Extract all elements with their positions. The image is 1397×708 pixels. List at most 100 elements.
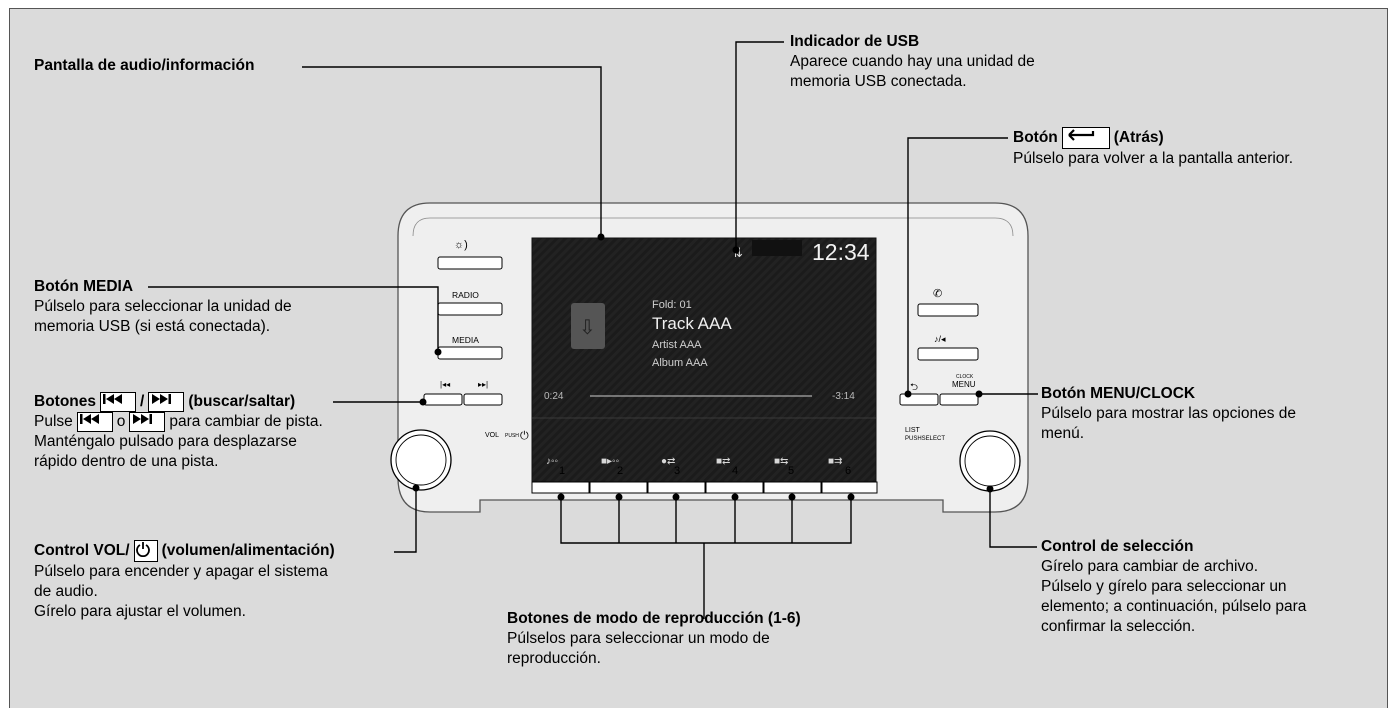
- media-desc-1: Púlselo para seleccionar la unidad de: [34, 298, 292, 315]
- radio-button: [437, 302, 503, 316]
- screen-folder: Fold: 01: [652, 299, 692, 311]
- back-desc-1: Púlselo para volver a la pantalla anteri…: [1013, 150, 1294, 167]
- screen-clock: 12:34: [812, 239, 870, 265]
- audio-display-title: Pantalla de audio/información: [34, 57, 255, 74]
- vol-title-prefix: Control VOL/: [34, 542, 130, 559]
- preset-button-3: [647, 481, 706, 494]
- screen-remaining: -3:14: [832, 391, 855, 402]
- vol-title-suffix: (volumen/alimentación): [161, 542, 335, 559]
- usb-media-icon: [571, 303, 605, 349]
- vol-desc-3: Gírelo para ajustar el volumen.: [34, 603, 246, 620]
- usb-indicator-desc-1: Aparece cuando hay una unidad de: [790, 53, 1035, 70]
- radio-label: RADIO: [452, 290, 479, 300]
- screen-artist: Artist AAA: [652, 339, 702, 351]
- preset-number-1: 1: [559, 465, 565, 477]
- svg-text:▸▸|: ▸▸|: [478, 380, 488, 389]
- callout-menu-clock: Botón MENU/CLOCK Púlselo para mostrar la…: [1041, 384, 1296, 444]
- seek-back-icon-inline: [76, 412, 113, 432]
- play-mode-desc-2: reproducción.: [507, 650, 601, 667]
- menu-clock-button: [939, 393, 979, 406]
- callout-vol-control: Control VOL/ (volumen/alimentación) Púls…: [34, 540, 335, 622]
- audio-display-screen: [532, 238, 876, 490]
- audio-source-button: [917, 347, 979, 361]
- callout-usb-indicator: Indicador de USB Aparece cuando hay una …: [790, 32, 1035, 92]
- screen-mode-icons: ♪◦◦ ■▸◦◦ ●⇄ ■⇄ ■⇆ ■⇉: [546, 456, 842, 467]
- power-icon: [133, 540, 158, 562]
- menu-clock-title: Botón MENU/CLOCK: [1041, 385, 1196, 402]
- phone-button: [917, 303, 979, 317]
- svg-text:|◂◂: |◂◂: [440, 380, 450, 389]
- list-label: LIST: [905, 427, 921, 434]
- callout-back-button: Botón (Atrás) Púlselo para volver a la p…: [1013, 127, 1293, 169]
- callout-media-button: Botón MEDIA Púlselo para seleccionar la …: [34, 277, 292, 337]
- selector-desc-1: Gírelo para cambiar de archivo.: [1041, 558, 1259, 575]
- screen-track: Track AAA: [652, 314, 732, 333]
- back-arrow-icon: [1061, 127, 1110, 149]
- preset-number-5: 5: [788, 465, 794, 477]
- menu-label: MENU: [952, 380, 976, 389]
- seek-forward-button: [463, 393, 503, 406]
- leader-lines: [148, 41, 1038, 619]
- seek-desc-2: rápido dentro de una pista.: [34, 453, 219, 470]
- vol-desc-2: de audio.: [34, 583, 98, 600]
- seek-title-prefix: Botones: [34, 393, 96, 410]
- selector-desc-4: confirmar la selección.: [1041, 618, 1196, 635]
- media-label: MEDIA: [452, 335, 479, 345]
- preset-button-4: [705, 481, 764, 494]
- usb-indicator-title: Indicador de USB: [790, 33, 920, 50]
- preset-button-5: [763, 481, 822, 494]
- play-mode-desc-1: Púlselos para seleccionar un modo de: [507, 630, 770, 647]
- push-select-label: PUSHSELECT: [905, 436, 945, 442]
- callout-selector: Control de selección Gírelo para cambiar…: [1041, 537, 1306, 637]
- leader-dots: [412, 233, 994, 501]
- svg-text:♪◦◦: ♪◦◦: [546, 456, 558, 467]
- svg-text:■⇉: ■⇉: [828, 456, 842, 467]
- back-label-icon: ⮌: [910, 382, 918, 393]
- preset-button-strip: [531, 481, 878, 494]
- seek-line1-suffix: para cambiar de pista.: [169, 413, 323, 430]
- selector-desc-3: elemento; a continuación, púlselo para: [1041, 598, 1307, 615]
- preset-number-4: 4: [732, 465, 738, 477]
- svg-text:●⇄: ●⇄: [661, 456, 675, 467]
- menu-clock-desc-2: menú.: [1041, 425, 1085, 442]
- callout-audio-display: Pantalla de audio/información: [34, 56, 254, 76]
- seek-title-suffix: (buscar/saltar): [188, 393, 296, 410]
- seek-forward-icon: [148, 392, 185, 412]
- phone-icon: ✆: [933, 288, 942, 300]
- svg-text:■⇄: ■⇄: [716, 456, 730, 467]
- usb-indicator-desc-2: memoria USB conectada.: [790, 73, 967, 90]
- clock-label: CLOCK: [956, 374, 974, 380]
- preset-numbers: 1 2 3 4 5 6: [559, 465, 851, 477]
- preset-button-1: [531, 481, 590, 494]
- media-button: [437, 346, 503, 360]
- selector-title: Control de selección: [1041, 538, 1194, 555]
- audio-source-icon: ♪/◂: [934, 334, 946, 344]
- seek-title-sep: /: [140, 393, 145, 410]
- screen-elapsed: 0:24: [544, 391, 564, 402]
- svg-text:⇩: ⇩: [579, 317, 596, 339]
- svg-text:■▸◦◦: ■▸◦◦: [601, 456, 619, 467]
- seek-desc-1: Manténgalo pulsado para desplazarse: [34, 433, 297, 450]
- menu-clock-desc-1: Púlselo para mostrar las opciones de: [1041, 405, 1297, 422]
- preset-number-2: 2: [617, 465, 623, 477]
- vol-desc-1: Púlselo para encender y apagar el sistem…: [34, 563, 328, 580]
- day-night-button: [437, 256, 503, 270]
- vol-push-label: PUSH: [505, 433, 519, 439]
- callout-play-mode: Botones de modo de reproducción (1-6) Pú…: [507, 609, 801, 669]
- back-title-suffix: (Atrás): [1113, 129, 1164, 146]
- vol-power-icon: ⏻: [520, 430, 529, 442]
- day-night-icon: ☼): [454, 239, 468, 251]
- media-title: Botón MEDIA: [34, 278, 134, 295]
- vol-label: VOL: [485, 432, 499, 439]
- screen-album: Album AAA: [652, 357, 708, 369]
- media-desc-2: memoria USB (si está conectada).: [34, 318, 271, 335]
- preset-number-3: 3: [674, 465, 680, 477]
- seek-line1-prefix: Pulse: [34, 413, 73, 430]
- play-mode-title: Botones de modo de reproducción (1-6): [507, 610, 801, 627]
- seek-line1-or: o: [116, 413, 126, 430]
- seek-forward-icon-inline: [129, 412, 166, 432]
- back-title-prefix: Botón: [1013, 129, 1058, 146]
- preset-button-2: [589, 481, 648, 494]
- seek-back-icon: [100, 392, 136, 412]
